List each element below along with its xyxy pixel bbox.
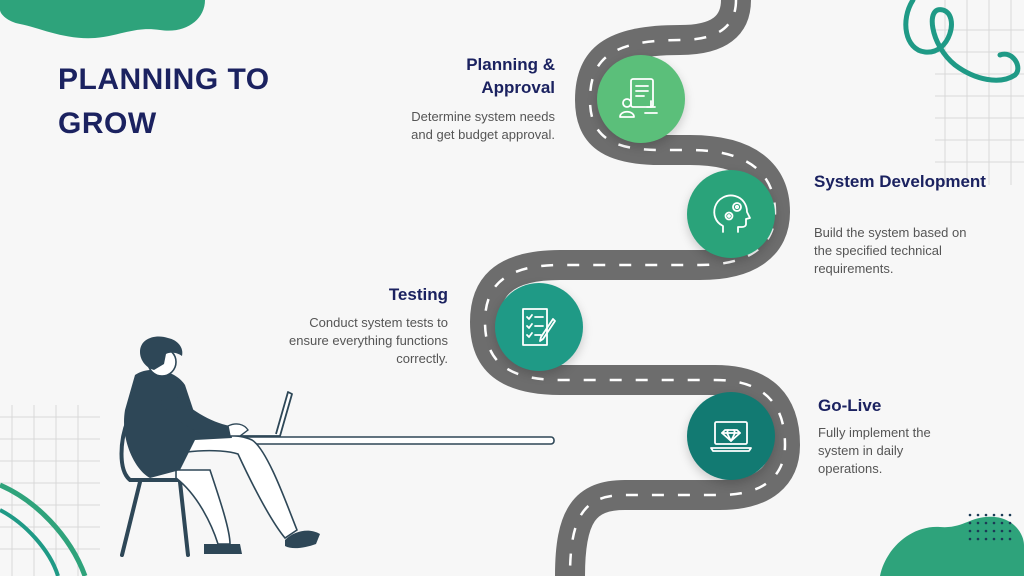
laptop-diamond-icon [710, 421, 752, 452]
step-2-description: Build the system based on the specified … [814, 225, 967, 276]
bottom-right-blob-decoration [880, 513, 1024, 576]
step-2-badge [687, 170, 775, 258]
page-title: PLANNING TO GROW [58, 63, 270, 140]
step-3-badge [495, 283, 583, 371]
checklist-pencil-icon [522, 308, 556, 346]
step-3-description: Conduct system tests to ensure everythin… [289, 315, 448, 366]
step-4-title: Go-Live [818, 396, 882, 415]
head-gears-icon [713, 194, 751, 233]
person-at-desk-illustration [119, 336, 555, 557]
bottom-left-grid-decoration [0, 405, 100, 576]
step-1-title: Planning & Approval [466, 55, 555, 97]
top-right-grid-decoration [935, 0, 1024, 185]
step-4-description: Fully implement the system in daily oper… [818, 425, 931, 476]
step-4-badge [687, 392, 775, 480]
step-1-description: Determine system needs and get budget ap… [411, 109, 555, 142]
step-1-badge [597, 55, 685, 143]
step-2-title: System Development [814, 172, 986, 191]
top-left-blob-decoration [0, 0, 205, 39]
top-right-swirl-decoration [903, 0, 1021, 83]
step-3-title: Testing [388, 285, 448, 304]
document-approval-icon [619, 78, 658, 118]
laptop [230, 391, 293, 437]
